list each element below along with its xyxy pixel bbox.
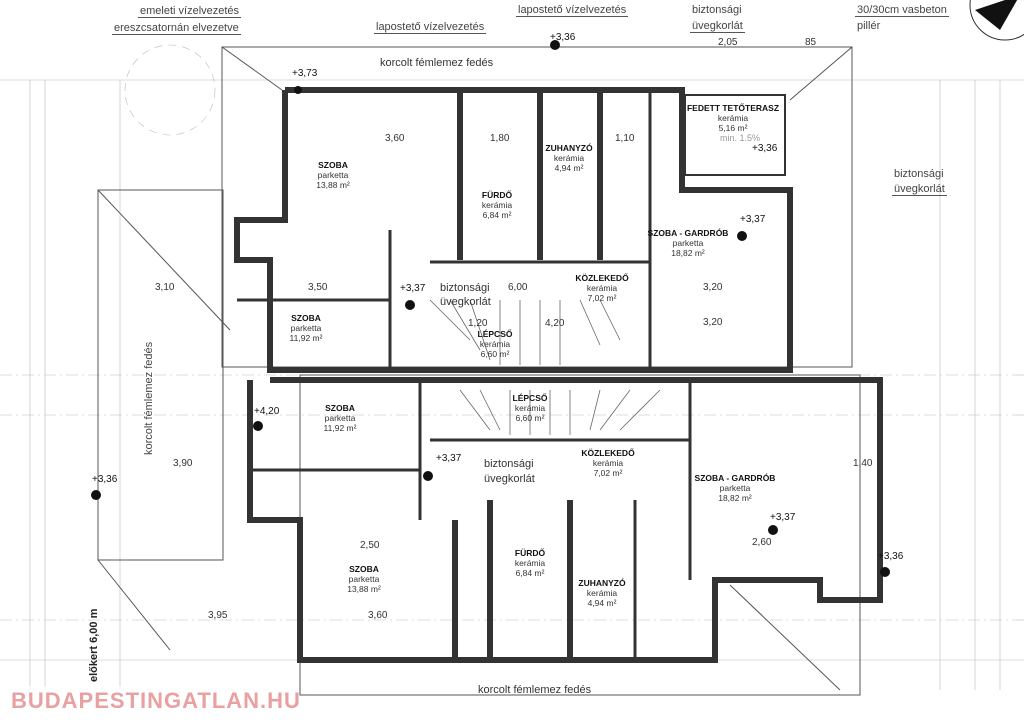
level-marker: +3,37 bbox=[436, 453, 462, 464]
dimension: 3,20 bbox=[703, 282, 723, 293]
railing-note: üvegkorlát bbox=[892, 183, 947, 196]
north-arrow-icon bbox=[969, 0, 1024, 41]
level-marker: +3,36 bbox=[752, 143, 778, 154]
dimension: 4,20 bbox=[545, 318, 565, 329]
pillar-note: pillér bbox=[857, 20, 881, 32]
level-marker: +3,37 bbox=[400, 283, 426, 294]
dimension: 1,40 bbox=[853, 458, 873, 469]
level-marker: +3,73 bbox=[292, 68, 318, 79]
gutter-drainage-note: ereszcsatornán elvezetve bbox=[112, 22, 241, 35]
pillar-note: 30/30cm vasbeton bbox=[855, 4, 949, 17]
railing-note: biztonsági bbox=[894, 168, 944, 180]
dimension: 2,05 bbox=[718, 37, 738, 48]
flat-roof-drainage-note: lapostető vízelvezetés bbox=[516, 4, 629, 17]
level-marker: +3,37 bbox=[740, 214, 766, 225]
roof-covering-label: korcolt fémlemez fedés bbox=[380, 57, 494, 69]
dimension: 3,90 bbox=[173, 458, 193, 469]
railing-note: üvegkorlát bbox=[690, 20, 745, 33]
dimension: 3,95 bbox=[208, 610, 228, 621]
dimension: 3,50 bbox=[308, 282, 328, 293]
watermark-logo: BUDAPESTINGATLAN.HU bbox=[5, 686, 300, 716]
stair-treads bbox=[429, 299, 661, 435]
level-marker: +4,20 bbox=[254, 406, 280, 417]
flat-roof-drainage-note: lapostető vízelvezetés bbox=[374, 21, 487, 34]
dimension: 3,60 bbox=[368, 610, 388, 621]
roof-covering-label: korcolt fémlemez fedés bbox=[143, 341, 155, 455]
railing-label: üvegkorlát bbox=[440, 296, 491, 308]
dimension: 1,10 bbox=[615, 133, 635, 144]
dimension: 2,60 bbox=[752, 537, 772, 548]
level-marker: +3,37 bbox=[770, 512, 796, 523]
covered-terrace-outline bbox=[684, 94, 786, 176]
dimension: 2,50 bbox=[360, 540, 380, 551]
slope-label: min. 1.5% bbox=[720, 133, 761, 143]
railing-label: biztonsági bbox=[440, 282, 490, 294]
railing-label: üvegkorlát bbox=[484, 473, 535, 485]
dimension: 85 bbox=[805, 37, 817, 48]
level-marker: +3,36 bbox=[878, 551, 904, 562]
watermark-text: BUDAPESTINGATLAN.HU bbox=[11, 688, 301, 713]
floor-drainage-note: emeleti vízelvezetés bbox=[138, 5, 242, 18]
walls-bottom-unit bbox=[247, 377, 883, 663]
dimension: 1,20 bbox=[468, 318, 488, 329]
dimension: 1,80 bbox=[490, 133, 510, 144]
dimension: 3,60 bbox=[385, 133, 405, 144]
railing-label: biztonsági bbox=[484, 458, 534, 470]
front-garden-label: előkert 6,00 m bbox=[88, 608, 100, 682]
railing-note: biztonsági bbox=[692, 4, 742, 16]
walls-top-unit bbox=[234, 87, 793, 373]
level-markers bbox=[91, 40, 890, 577]
level-marker: +3,36 bbox=[92, 474, 118, 485]
dimension: 3,20 bbox=[703, 317, 723, 328]
roof-covering-label: korcolt fémlemez fedés bbox=[478, 684, 592, 696]
dimension: 3,10 bbox=[155, 282, 175, 293]
level-marker: +3,36 bbox=[550, 32, 576, 43]
dimension: 6,00 bbox=[508, 282, 528, 293]
